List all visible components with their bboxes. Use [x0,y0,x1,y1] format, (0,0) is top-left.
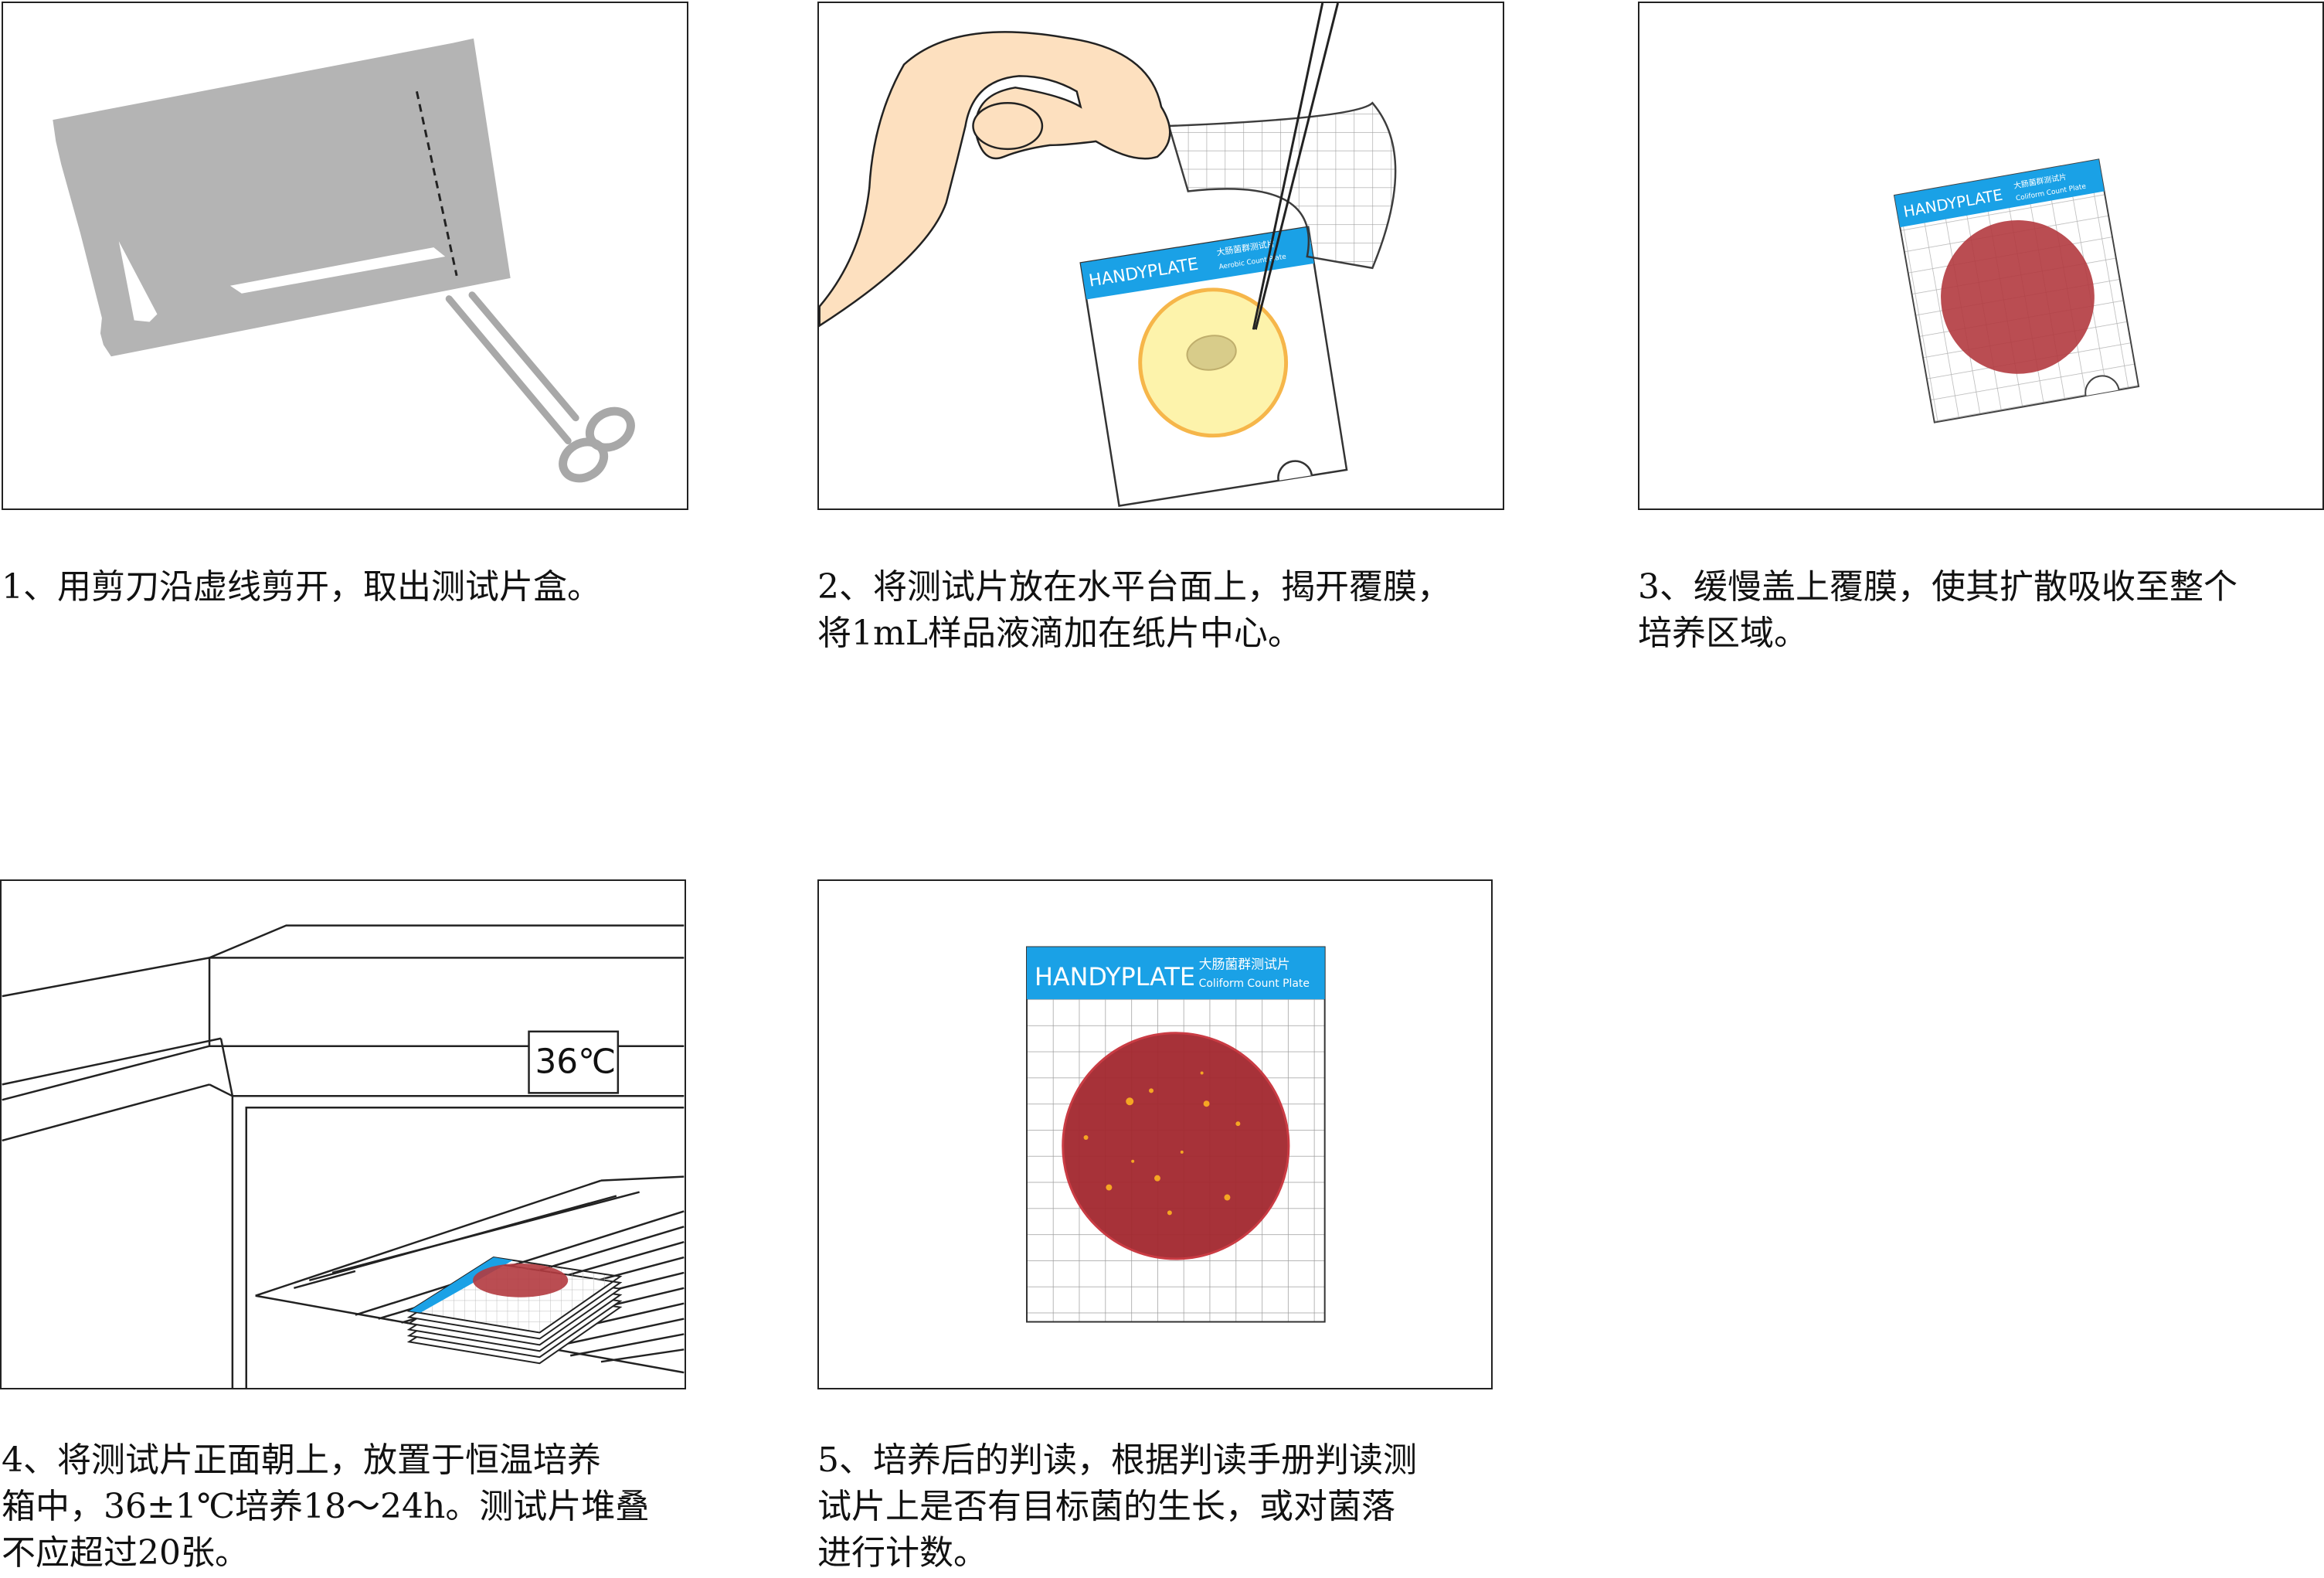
step-5-illustration: HANDYPLATE 大肠菌群测试片 Coliform Count Plate [1026,946,1326,1323]
colony [1235,1121,1241,1127]
culture-area [1062,1032,1290,1260]
step-5-panel: HANDYPLATE 大肠菌群测试片 Coliform Count Plate [817,879,1493,1389]
plate-subtitle-cn: 大肠菌群测试片 [1199,956,1290,971]
caption-line: 不应超过20张。 [2,1533,249,1573]
step-4-illustration: 36℃ [2,924,685,1388]
caption-line: 箱中，36±1℃培养18～24h。测试片堆叠 [2,1487,650,1526]
colonies [1083,1071,1241,1216]
temperature-text: 36℃ [535,1042,616,1081]
colony [1224,1194,1231,1201]
colony [1200,1071,1204,1075]
plate-notch [1277,460,1313,481]
caption-line: 1、用剪刀沿虚线剪开，取出测试片盒。 [2,567,601,607]
culture-area [1941,219,2095,374]
cut-line [415,90,458,277]
caption-line: 5、培养后的判读，根据判读手册判读测 [817,1440,1417,1480]
colony [1167,1210,1172,1216]
sample-drop [1186,335,1237,371]
sample-bag [53,38,511,357]
caption-line: 2、将测试片放在水平台面上，揭开覆膜， [817,567,1451,607]
stacked-plate-culture [472,1263,569,1297]
incubator [2,924,685,1388]
caption-line: 4、将测试片正面朝上，放置于恒温培养 [2,1440,601,1480]
test-plate-covered: HANDYPLATE 大肠菌群测试片 Coliform Count Plate [1893,158,2140,423]
colony [1154,1175,1160,1182]
caption-line: 试片上是否有目标菌的生长，或对菌落 [817,1487,1395,1526]
colony [1106,1184,1113,1191]
step-5-caption: 5、培养后的判读，根据判读手册判读测 试片上是否有目标菌的生长，或对菌落 进行计… [817,1437,1417,1576]
step-3-illustration: HANDYPLATE 大肠菌群测试片 Coliform Count Plate [1893,158,2140,423]
step-2-panel: HANDYPLATE 大肠菌群测试片 Aerobic Count Plate [817,2,1504,510]
step-4-caption: 4、将测试片正面朝上，放置于恒温培养 箱中，36±1℃培养18～24h。测试片堆… [2,1437,649,1576]
bag-window-strip [229,247,446,294]
step-1-caption: 1、用剪刀沿虚线剪开，取出测试片盒。 [2,564,601,610]
colony [1131,1159,1135,1163]
test-plate: HANDYPLATE 大肠菌群测试片 Aerobic Count Plate [1079,226,1348,507]
colony [1083,1134,1089,1140]
step-3-caption: 3、缓慢盖上覆膜，使其扩散吸收至整个 培养区域。 [1638,564,2237,657]
plate-brand-label: HANDYPLATE [1035,963,1195,991]
step-2-caption: 2、将测试片放在水平台面上，揭开覆膜， 将1mL样品液滴加在纸片中心。 [817,564,1451,657]
step-1-panel [2,2,688,510]
colony [1126,1097,1134,1106]
step-4-panel: 36℃ [0,879,686,1389]
hand [819,31,1171,328]
plate-subtitle-en: Coliform Count Plate [1199,978,1310,990]
plate-notch [2084,375,2120,396]
stacked-plates [406,1256,623,1365]
caption-line: 将1mL样品液滴加在纸片中心。 [817,614,1302,653]
caption-line: 进行计数。 [817,1533,987,1573]
colony [1203,1100,1210,1107]
colony [1149,1088,1154,1093]
pipette [1252,3,1324,330]
step-3-panel: HANDYPLATE 大肠菌群测试片 Coliform Count Plate [1638,2,2324,510]
step-1-illustration [53,38,635,483]
caption-line: 3、缓慢盖上覆膜，使其扩散吸收至整个 [1638,567,2237,607]
test-plate-result: HANDYPLATE 大肠菌群测试片 Coliform Count Plate [1026,946,1326,1323]
scissors-icon [445,291,635,483]
temperature-label: 36℃ [528,1030,620,1094]
thumb [972,101,1044,151]
pipette-edge [1254,3,1340,330]
colony [1180,1150,1184,1154]
step-2-illustration: HANDYPLATE 大肠菌群测试片 Aerobic Count Plate [819,3,1397,507]
caption-line: 培养区域。 [1638,614,1808,653]
bag-window [118,241,158,322]
